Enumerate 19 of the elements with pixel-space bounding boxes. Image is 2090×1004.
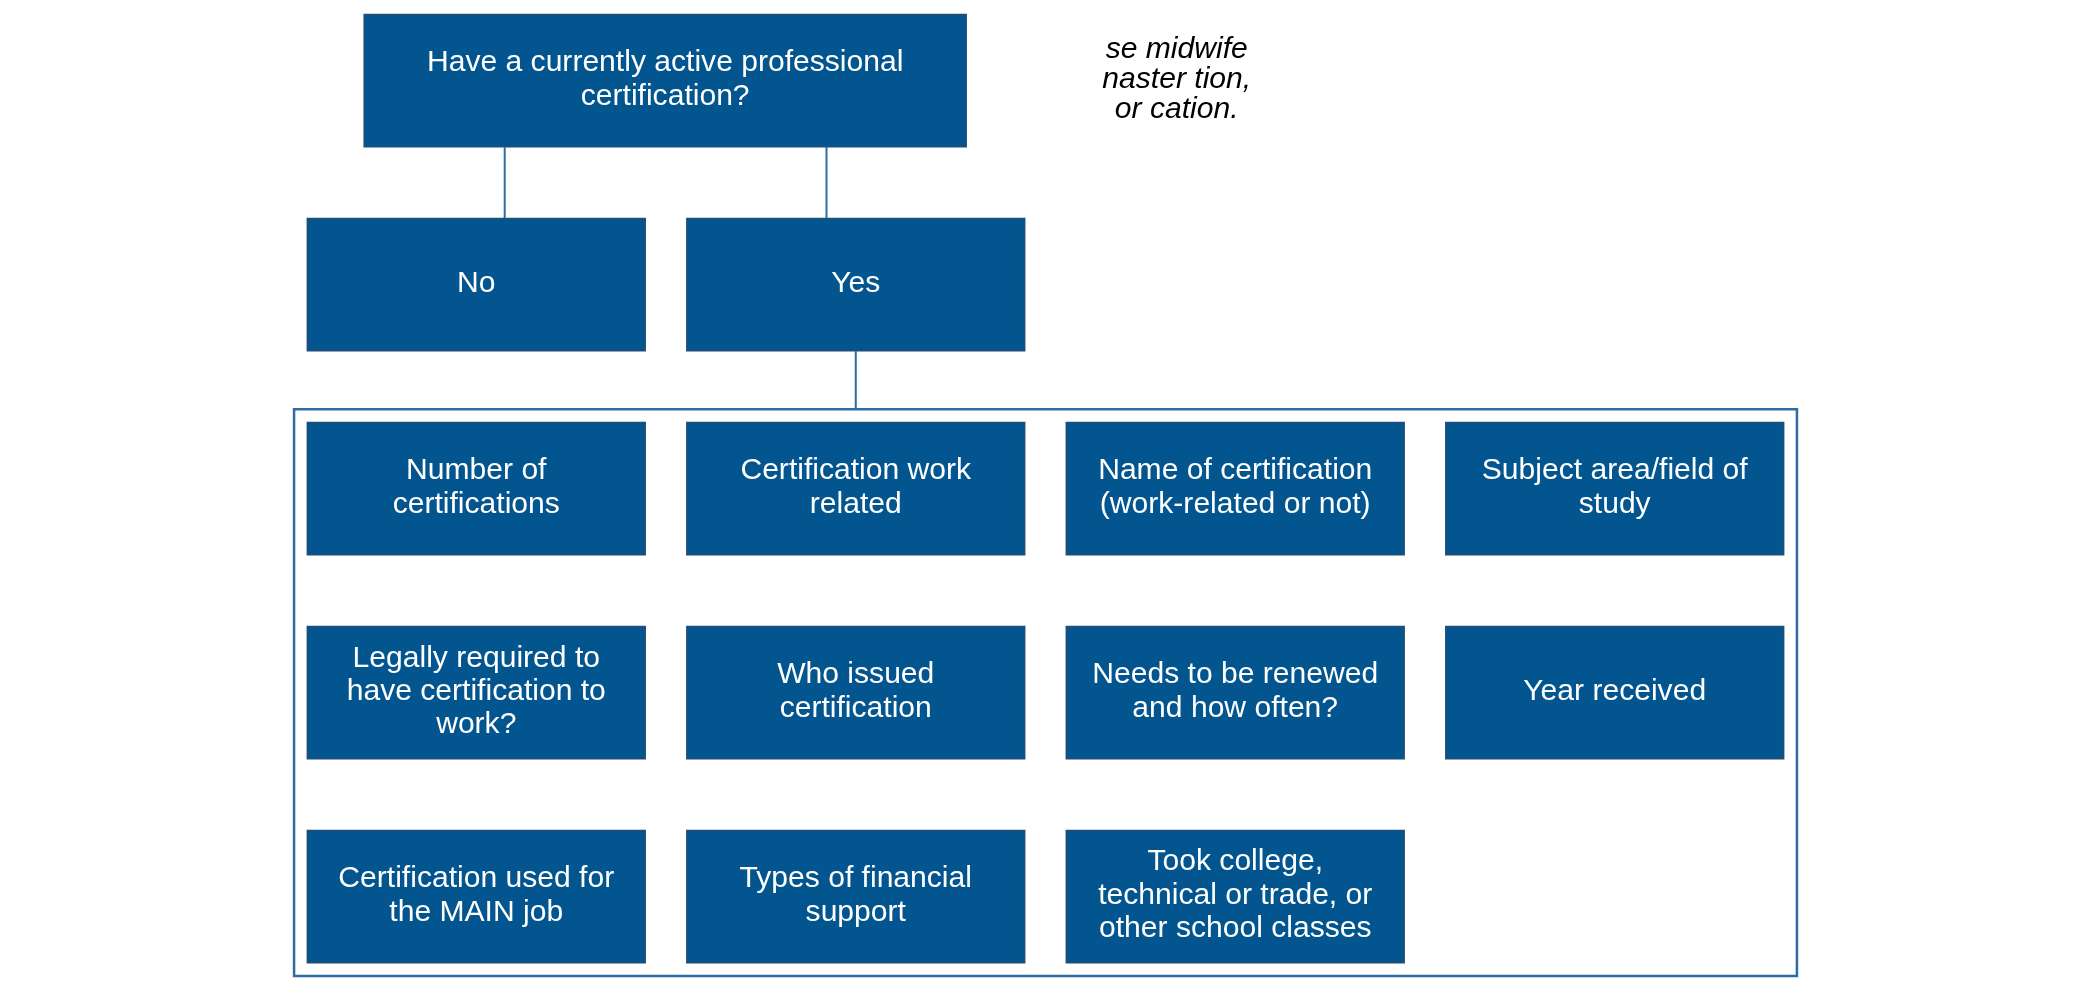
node-box: Legally required to have certification to work? xyxy=(306,625,646,760)
connector xyxy=(825,146,827,219)
node-box: Needs to be renewed and how often? xyxy=(1065,625,1405,760)
node-box: Name of certification (work-related or not) xyxy=(1065,421,1405,556)
node-box: Certification used for the MAIN job xyxy=(306,829,646,964)
node-box: Took college, technical or trade, or other school classes xyxy=(1065,829,1405,964)
node-box: Subject area/field of study xyxy=(1444,421,1784,556)
connector xyxy=(503,146,506,219)
node-box: Types of financial support xyxy=(685,829,1025,964)
node-box: Yes xyxy=(685,217,1025,352)
node-box: Have a currently active professional certification? xyxy=(362,13,967,148)
node-box: No xyxy=(306,217,646,352)
connector xyxy=(854,350,857,410)
node-box: Number of certifications xyxy=(306,421,646,556)
node-box: Who issued certification xyxy=(685,625,1025,760)
cluster xyxy=(292,407,1798,978)
node-box: Year received xyxy=(1444,625,1784,760)
label: se midwife naster tion, or cation. xyxy=(1101,30,1251,125)
node-box: Certification work related xyxy=(685,421,1025,556)
